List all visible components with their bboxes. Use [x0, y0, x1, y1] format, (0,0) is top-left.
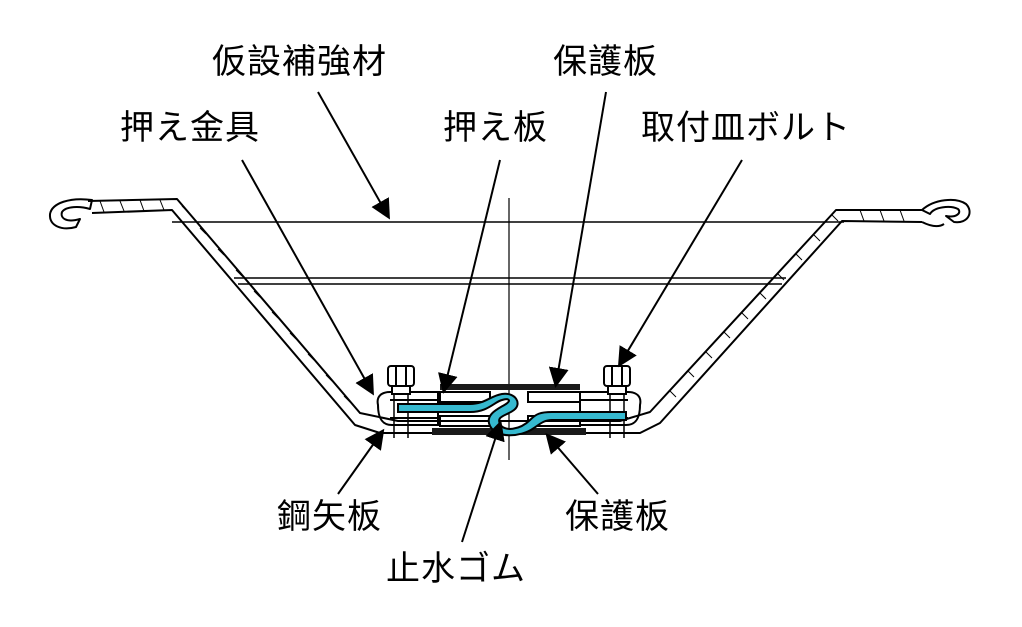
leader-kasetsu [317, 91, 390, 220]
leader-toritsuke [617, 159, 743, 368]
label-pressing-plate: 押え板 [443, 108, 548, 148]
label-protection-plate-top: 保護板 [553, 42, 658, 82]
label-temporary-reinforcement: 仮設補強材 [212, 42, 387, 82]
label-mounting-countersunk-bolt: 取付皿ボルト [641, 108, 851, 148]
leader-kouyaita [337, 428, 385, 495]
label-protection-plate-bottom: 保護板 [565, 497, 670, 537]
waterproof-rubber [397, 392, 627, 437]
leader-osae-kanagu [241, 159, 374, 396]
label-clamp-fitting: 押え金具 [120, 108, 260, 148]
label-waterproof-rubber: 止水ゴム [386, 549, 526, 589]
leader-hogo-bot [545, 432, 599, 495]
label-steel-sheet-pile: 鋼矢板 [277, 497, 382, 537]
leader-hogo-top [548, 91, 607, 388]
bolt-right [603, 365, 631, 438]
leader-osae-ita [438, 159, 501, 394]
leader-shisui [461, 420, 505, 543]
temporary-reinforcement [172, 221, 844, 285]
plate-hatching-left [99, 199, 351, 403]
plate-hatching-right [669, 209, 905, 398]
bolt-left [387, 365, 415, 438]
protection-plate-top [440, 384, 580, 390]
leader-lines [241, 91, 743, 543]
